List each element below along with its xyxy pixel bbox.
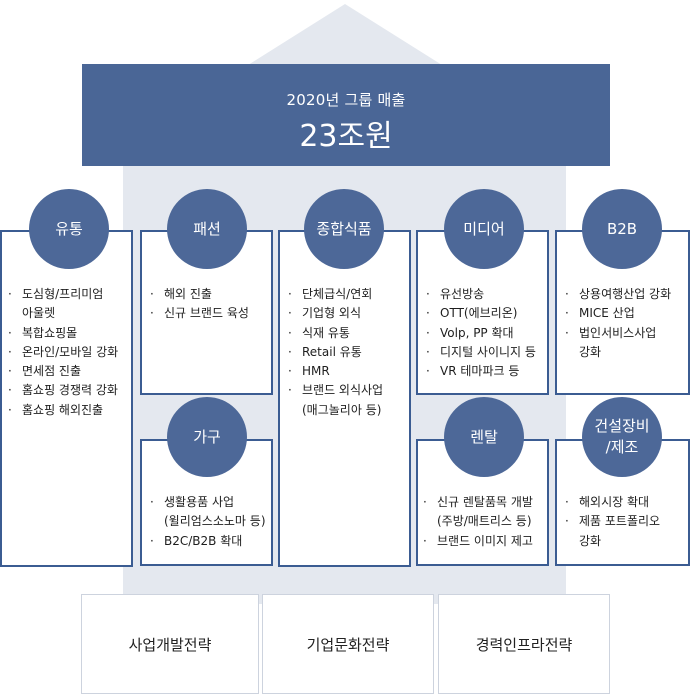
list-item: 디지털 사이니지 등 (426, 343, 548, 363)
sector-list-rental: 신규 렌탈품목 개발 (주방/매트리스 등) 브랜드 이미지 제고 (423, 493, 549, 551)
list-item: 단체급식/연회 (288, 285, 410, 305)
list-item: 생활용품 사업 (윌리엄스소노마 등) (150, 493, 272, 532)
list-item: 신규 렌탈품목 개발 (주방/매트리스 등) (423, 493, 549, 532)
list-item: 면세점 진출 (8, 362, 132, 382)
banner-subtitle: 2020년 그룹 매출 (286, 91, 406, 109)
list-item: 유선방송 (426, 285, 548, 305)
list-item: 브랜드 외식사업 (매그놀리아 등) (288, 381, 410, 420)
list-item: 제품 포트폴리오 강화 (565, 512, 689, 551)
list-item: 복합쇼핑몰 (8, 324, 132, 344)
sector-list-distribution: 도심형/프리미엄 아울렛 복합쇼핑몰 온라인/모바일 강화 면세점 진출 홈쇼핑… (8, 285, 132, 420)
list-item: Retail 유통 (288, 343, 410, 363)
foundation-career-infrastructure: 경력인프라전략 (438, 594, 610, 694)
sector-list-b2b: 상용여행산업 강화 MICE 산업 법인서비스사업 강화 (565, 285, 689, 362)
list-item: OTT(에브리온) (426, 304, 548, 324)
sector-circle-furniture: 가구 (167, 397, 247, 477)
list-item: HMR (288, 362, 410, 382)
list-item: 법인서비스사업 강화 (565, 324, 689, 363)
list-item: 온라인/모바일 강화 (8, 343, 132, 363)
list-item: 홈쇼핑 경쟁력 강화 (8, 381, 132, 401)
sector-list-media: 유선방송 OTT(에브리온) Volp, PP 확대 디지털 사이니지 등 VR… (426, 285, 548, 382)
list-item: VR 테마파크 등 (426, 362, 548, 382)
list-item: 해외시장 확대 (565, 493, 689, 513)
sector-list-food: 단체급식/연회 기업형 외식 식재 유통 Retail 유통 HMR 브랜드 외… (288, 285, 410, 420)
sector-circle-fashion: 패션 (167, 189, 247, 269)
list-item: 식재 유통 (288, 324, 410, 344)
list-item: 신규 브랜드 육성 (150, 304, 270, 324)
sector-circle-b2b: B2B (582, 189, 662, 269)
list-item: 기업형 외식 (288, 304, 410, 324)
foundation-business-development: 사업개발전략 (81, 594, 259, 694)
revenue-banner: 2020년 그룹 매출 23조원 (82, 64, 610, 166)
list-item: 홈쇼핑 해외진출 (8, 401, 132, 421)
house-roof (240, 4, 450, 70)
sector-list-construction: 해외시장 확대 제품 포트폴리오 강화 (565, 493, 689, 551)
sector-circle-media: 미디어 (444, 189, 524, 269)
list-item: 해외 진출 (150, 285, 270, 305)
sector-circle-distribution: 유통 (29, 189, 109, 269)
sector-list-furniture: 생활용품 사업 (윌리엄스소노마 등) B2C/B2B 확대 (150, 493, 272, 551)
banner-title: 23조원 (299, 119, 393, 154)
list-item: Volp, PP 확대 (426, 324, 548, 344)
sector-circle-construction: 건설장비 /제조 (582, 397, 662, 477)
list-item: 상용여행산업 강화 (565, 285, 689, 305)
list-item: 브랜드 이미지 제고 (423, 532, 549, 552)
sector-circle-food: 종합식품 (304, 189, 384, 269)
foundation-corporate-culture: 기업문화전략 (262, 594, 434, 694)
list-item: 도심형/프리미엄 아울렛 (8, 285, 132, 324)
list-item: B2C/B2B 확대 (150, 532, 272, 552)
list-item: MICE 산업 (565, 304, 689, 324)
sector-circle-rental: 렌탈 (444, 397, 524, 477)
sector-list-fashion: 해외 진출 신규 브랜드 육성 (150, 285, 270, 324)
